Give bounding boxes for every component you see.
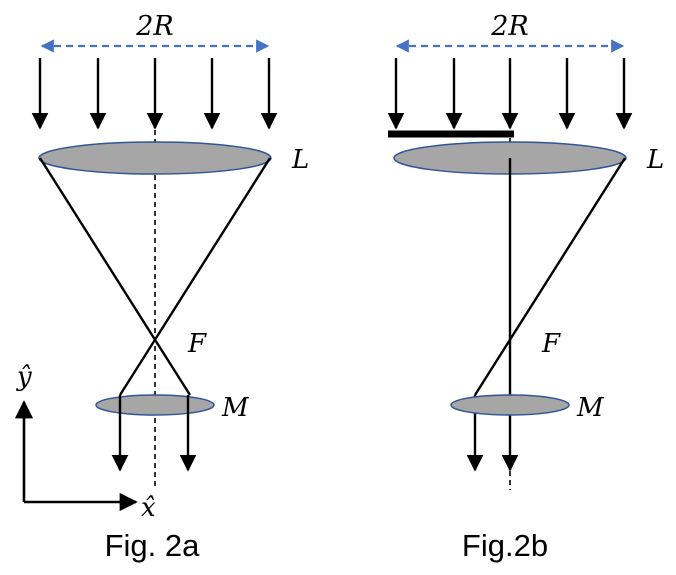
lens-l <box>38 141 272 175</box>
caption-fig-2a: Fig. 2a <box>105 528 201 563</box>
lens-l-label: L <box>291 145 309 175</box>
lens-m-label: M <box>221 393 250 423</box>
rays <box>466 157 627 472</box>
width-label: 2R <box>135 11 174 42</box>
oblique-ray <box>473 157 627 396</box>
lens-m-label: M <box>576 393 605 423</box>
width-label: 2R <box>490 11 529 42</box>
caption-fig-2b: Fig.2b <box>462 528 548 563</box>
lens-m <box>95 394 215 416</box>
y-axis-label: ŷ <box>16 362 32 392</box>
focus-label: F <box>187 329 207 359</box>
coordinate-axes <box>14 400 138 512</box>
figure-2a: 2R L F M ŷ <box>14 11 309 563</box>
converging-rays <box>38 157 272 396</box>
figure-2b: 2R L F M Fig.2b <box>387 11 664 563</box>
incoming-rays <box>31 58 278 130</box>
focus-label: F <box>541 329 561 359</box>
x-axis-label: x̂ <box>141 493 156 523</box>
lens-m <box>450 394 570 416</box>
outgoing-rays <box>111 395 197 472</box>
lens-l-label: L <box>646 145 664 175</box>
incoming-rays <box>387 58 633 130</box>
